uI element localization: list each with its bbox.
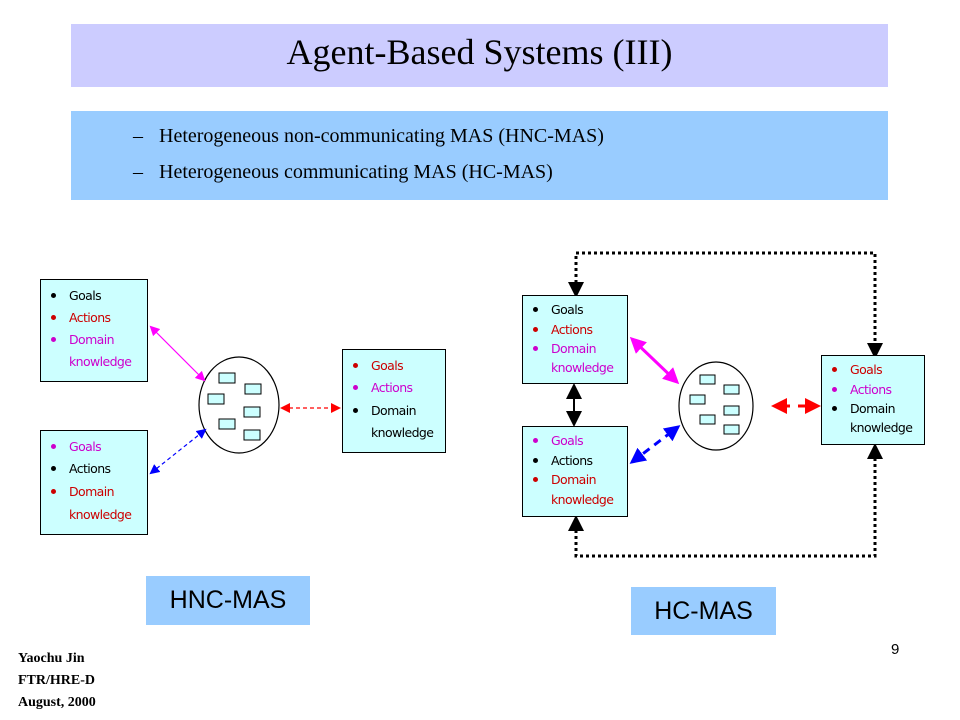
hc-loop-top	[568, 251, 883, 359]
bullet-dot	[51, 293, 56, 298]
agent-item-label: Domain	[371, 403, 417, 418]
bullet-dot	[533, 346, 538, 351]
bullet-dot	[51, 337, 56, 342]
bullet-dot	[533, 327, 538, 332]
agent-item-label: Actions	[69, 310, 111, 325]
hc-loop-bottom	[568, 443, 883, 558]
bullet-dot	[832, 406, 837, 411]
bullet-dot	[832, 367, 837, 372]
agent-item-label: Domain	[551, 341, 597, 356]
agent-item-label: Actions	[371, 380, 413, 395]
agent-item-label: Domain	[850, 401, 896, 416]
agent-item-label: knowledge	[551, 360, 614, 375]
bullet-dash: –	[133, 161, 143, 183]
agent-item-label: Goals	[850, 362, 883, 377]
author-block: Yaochu Jin FTR/HRE-D August, 2000	[18, 648, 96, 714]
author-department: FTR/HRE-D	[18, 673, 95, 688]
hnc-link-blue	[149, 428, 207, 475]
bullet-dot	[832, 387, 837, 392]
agent-item-label: Goals	[69, 439, 102, 454]
hc-link-magenta	[629, 336, 680, 385]
author-date: August, 2000	[18, 695, 96, 710]
bullet-item-hc-mas: –Heterogeneous communicating MAS (HC-MAS…	[133, 161, 553, 184]
agent-item-label: Actions	[551, 453, 593, 468]
title-banner	[71, 24, 888, 87]
bullet-dot	[51, 444, 56, 449]
slide-title: Agent-Based Systems (III)	[286, 32, 673, 72]
agent-item-label: knowledge	[850, 420, 913, 435]
hc-agent-2: Goals Actions Domain knowledge	[522, 426, 628, 517]
bullet-dash: –	[133, 125, 143, 147]
hnc-agent-2: Goals Actions Domain knowledge	[40, 430, 148, 535]
page-number: 9	[891, 641, 900, 658]
bullet-text: Heterogeneous communicating MAS (HC-MAS)	[159, 161, 553, 183]
hnc-agent-1: Goals Actions Domain knowledge	[40, 279, 148, 382]
bullet-item-hnc-mas: –Heterogeneous non-communicating MAS (HN…	[133, 125, 604, 148]
bullet-dot	[51, 489, 56, 494]
bullet-dot	[353, 363, 358, 368]
bullet-dot	[353, 385, 358, 390]
hnc-link-magenta	[149, 325, 206, 382]
bullet-panel	[71, 111, 888, 200]
agent-item-label: Actions	[850, 382, 892, 397]
agent-item-label: Goals	[371, 358, 404, 373]
agent-item-label: knowledge	[371, 425, 434, 440]
hnc-agent-3: Goals Actions Domain knowledge	[342, 349, 446, 453]
agent-item-label: Domain	[69, 332, 115, 347]
bullet-dot	[51, 466, 56, 471]
agent-item-label: knowledge	[551, 492, 614, 507]
hc-agent-3: Goals Actions Domain knowledge	[821, 355, 925, 445]
agent-item-label: Goals	[551, 302, 584, 317]
hnc-environment-circle	[198, 356, 280, 454]
hc-link-blue	[629, 425, 681, 464]
agent-item-label: Domain	[69, 484, 115, 499]
bullet-dot	[533, 458, 538, 463]
hc-environment-circle	[678, 361, 754, 451]
hnc-mas-label: HNC-MAS	[146, 576, 310, 625]
agent-item-label: Domain	[551, 472, 597, 487]
bullet-dot	[51, 315, 56, 320]
bullet-dot	[533, 477, 538, 482]
hc-mas-label: HC-MAS	[631, 587, 776, 635]
agent-item-label: Actions	[551, 322, 593, 337]
author-name: Yaochu Jin	[18, 651, 85, 666]
agent-item-label: Actions	[69, 461, 111, 476]
bullet-dot	[353, 408, 358, 413]
agent-item-label: Goals	[551, 433, 584, 448]
bullet-dot	[533, 438, 538, 443]
bullet-text: Heterogeneous non-communicating MAS (HNC…	[159, 125, 604, 147]
agent-item-label: knowledge	[69, 507, 132, 522]
hc-agent-1: Goals Actions Domain knowledge	[522, 295, 628, 384]
agent-item-label: knowledge	[69, 354, 132, 369]
bullet-dot	[533, 307, 538, 312]
agent-item-label: Goals	[69, 288, 102, 303]
